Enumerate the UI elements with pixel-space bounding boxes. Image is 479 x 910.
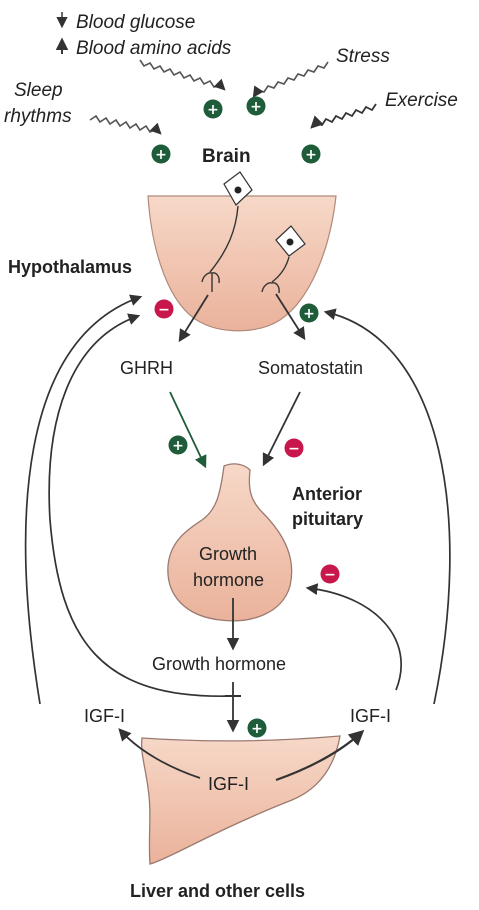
amino-label: Blood amino acids: [76, 38, 232, 59]
gland-gh-label-line2: hormone: [193, 570, 264, 590]
plus-sign-sleep: +: [151, 144, 171, 164]
svg-text:−: −: [158, 302, 170, 318]
minus-sign-hypothalamus-left: −: [154, 299, 174, 319]
neuron-right: [261, 225, 306, 294]
arrow-stress-to-brain: [252, 61, 329, 98]
arrow-liver-to-igf-left: [118, 728, 201, 779]
plus-sign-ghrh: +: [168, 435, 188, 455]
arrow-glucose-to-brain: [139, 59, 226, 91]
plus-sign-stress: +: [246, 96, 266, 116]
plus-sign-exercise: +: [301, 144, 321, 164]
arrow-to-somatostatin: [275, 293, 306, 341]
brain-label: Brain: [202, 146, 251, 167]
igf-right-label: IGF-I: [350, 706, 391, 726]
plus-sign-glucose: +: [203, 99, 223, 119]
liver-label: Liver and other cells: [130, 881, 305, 901]
igf-left-label: IGF-I: [84, 706, 125, 726]
arrow-to-ghrh: [178, 294, 209, 343]
hypothalamus-label: Hypothalamus: [8, 257, 132, 277]
ghrh-label: GHRH: [120, 358, 173, 378]
arrow-exercise-to-brain: [310, 103, 377, 129]
svg-text:+: +: [305, 147, 317, 163]
exercise-label: Exercise: [385, 90, 458, 111]
svg-text:+: +: [250, 99, 262, 115]
pituitary-shape: [167, 463, 293, 622]
sleep-label-line2: rhythms: [4, 106, 72, 127]
svg-text:−: −: [288, 441, 300, 457]
stress-label: Stress: [336, 46, 390, 67]
neuron-left: [201, 171, 253, 292]
feedback-left-outer: [24, 294, 143, 705]
svg-text:−: −: [324, 567, 336, 583]
feedback-right-outer: [323, 308, 451, 705]
glucose-label: Blood glucose: [76, 12, 195, 33]
arrow-ghrh-to-pituitary: [169, 391, 207, 469]
feedback-left-inner: [48, 313, 234, 697]
svg-text:+: +: [303, 306, 315, 322]
anterior-pituitary-label-line1: Anterior: [292, 484, 362, 504]
sleep-label-line1: Sleep: [14, 80, 63, 101]
plus-sign-liver: +: [247, 718, 267, 738]
gland-gh-label-line1: Growth: [199, 544, 257, 564]
feedback-right-inner: [305, 583, 402, 691]
minus-sign-pituitary: −: [320, 564, 340, 584]
arrow-liver-to-igf-right: [275, 729, 365, 782]
anterior-pituitary-label-line2: pituitary: [292, 509, 363, 529]
growth-hormone-label: Growth hormone: [152, 654, 286, 674]
minus-sign-somatostatin: −: [284, 438, 304, 458]
svg-text:+: +: [155, 147, 167, 163]
somatostatin-label: Somatostatin: [258, 358, 363, 378]
liver-shape: [140, 735, 341, 865]
arrow-somatostatin-to-pituitary: [262, 391, 301, 467]
svg-text:+: +: [207, 102, 219, 118]
arrow-sleep-to-brain: [89, 114, 162, 135]
svg-text:+: +: [172, 438, 184, 454]
plus-sign-hypothalamus-right: +: [299, 303, 319, 323]
igf-liver-label: IGF-I: [208, 774, 249, 794]
svg-text:+: +: [251, 721, 263, 737]
